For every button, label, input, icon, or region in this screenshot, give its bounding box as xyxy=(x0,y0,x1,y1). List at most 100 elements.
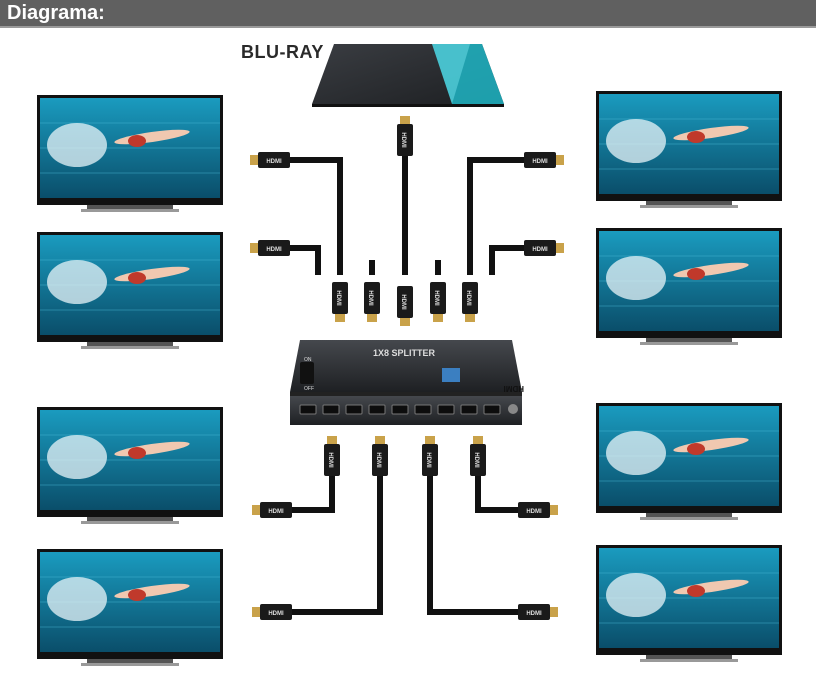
plug-label: HDMI xyxy=(526,509,542,515)
off-label: OFF xyxy=(304,386,314,392)
plug-tip xyxy=(375,436,385,444)
swimsuit xyxy=(128,589,146,601)
hdmi-plug: HDMI xyxy=(397,116,413,156)
plug-tip xyxy=(556,243,564,253)
splash-foam xyxy=(47,435,107,479)
bluray-player xyxy=(312,44,504,107)
plug-tip xyxy=(550,505,558,515)
plug-label: HDMI xyxy=(335,290,341,306)
plug-label: HDMI xyxy=(266,159,282,165)
dip-switch xyxy=(442,368,460,382)
hdmi-port xyxy=(483,404,501,415)
hdmi-plug: HDMI xyxy=(518,604,558,620)
tv-stand xyxy=(87,659,173,663)
plug-label: HDMI xyxy=(266,247,282,253)
hdmi-plug: HDMI xyxy=(470,436,486,476)
swimsuit xyxy=(128,272,146,284)
hdmi-port xyxy=(345,404,363,415)
plug-label: HDMI xyxy=(532,159,548,165)
plug-tip xyxy=(425,436,435,444)
hdmi-port xyxy=(322,404,340,415)
plug-tip xyxy=(335,314,345,322)
hdmi-plug: HDMI xyxy=(524,152,564,168)
plug-tip xyxy=(465,314,475,322)
power-switch xyxy=(300,362,314,384)
hdmi-plug: HDMI xyxy=(250,152,290,168)
swimsuit xyxy=(128,447,146,459)
hdmi-port xyxy=(414,404,432,415)
hdmi-port xyxy=(299,404,317,415)
plug-label: HDMI xyxy=(268,509,284,515)
swimsuit xyxy=(687,131,705,143)
plug-tip xyxy=(327,436,337,444)
tv-display xyxy=(37,232,223,349)
plug-tip xyxy=(250,243,258,253)
plug-tip xyxy=(550,607,558,617)
plug-tip xyxy=(367,314,377,322)
plug-tip xyxy=(400,318,410,326)
cable xyxy=(262,460,383,615)
swimsuit xyxy=(687,268,705,280)
plug-label: HDMI xyxy=(375,452,381,468)
hdmi-plug: HDMI xyxy=(524,240,564,256)
plug-label: HDMI xyxy=(425,452,431,468)
splitter-product-text: 1X8 SPLITTER xyxy=(373,348,436,358)
plug-tip xyxy=(400,116,410,124)
hdmi-plug: HDMI xyxy=(252,502,292,518)
plug-tip xyxy=(252,607,260,617)
hdmi-plug: HDMI xyxy=(397,286,413,326)
tv-display xyxy=(37,549,223,666)
tv-stand xyxy=(87,342,173,346)
tv-stand xyxy=(87,205,173,209)
tv-display xyxy=(596,228,782,345)
page-title: Diagrama: xyxy=(7,2,105,24)
tv-display xyxy=(37,407,223,524)
plug-label: HDMI xyxy=(465,290,471,306)
swimsuit xyxy=(687,443,705,455)
hdmi-plug: HDMI xyxy=(364,282,380,322)
plug-label: HDMI xyxy=(327,452,333,468)
hdmi-plug: HDMI xyxy=(372,436,388,476)
cable xyxy=(258,157,343,275)
tv-stand xyxy=(87,517,173,521)
bluray-label: BLU-RAY xyxy=(241,42,324,62)
splitter-brand-text: HDMI xyxy=(504,384,524,393)
hdmi-plugs: HDMI HDMI HDMI HDMI HDMI HDMI HDMI HDMI HDMI HDMI… xyxy=(250,116,564,620)
splash-foam xyxy=(606,119,666,163)
splitter-top-unit xyxy=(290,340,522,392)
plug-tip xyxy=(473,436,483,444)
splash-foam xyxy=(606,256,666,300)
plug-label: HDMI xyxy=(400,294,406,310)
tv-stand xyxy=(646,338,732,342)
cable xyxy=(427,460,548,615)
tv-stand xyxy=(646,201,732,205)
plug-label: HDMI xyxy=(532,247,548,253)
hdmi-plug: HDMI xyxy=(324,436,340,476)
tv-display xyxy=(596,545,782,662)
plug-label: HDMI xyxy=(473,452,479,468)
tv-stand xyxy=(646,655,732,659)
hdmi-plug: HDMI xyxy=(250,240,290,256)
hdmi-plug: HDMI xyxy=(332,282,348,322)
splash-foam xyxy=(47,123,107,167)
hdmi-plug: HDMI xyxy=(462,282,478,322)
hdmi-port xyxy=(460,404,478,415)
hdmi-plug: HDMI xyxy=(430,282,446,322)
hdmi-port xyxy=(391,404,409,415)
plug-tip xyxy=(433,314,443,322)
splash-foam xyxy=(606,431,666,475)
hdmi-splitter: 1X8 SPLITTER ON OFF HDMI xyxy=(290,340,524,425)
swimsuit xyxy=(687,585,705,597)
cables-bottom xyxy=(262,460,548,615)
swimsuit xyxy=(128,135,146,147)
plug-tip xyxy=(250,155,258,165)
plug-label: HDMI xyxy=(367,290,373,306)
splash-foam xyxy=(47,260,107,304)
splitter-ports xyxy=(299,404,501,415)
tv-stand xyxy=(646,513,732,517)
tv-display xyxy=(596,403,782,520)
title-divider xyxy=(0,26,816,28)
cable xyxy=(467,157,558,275)
splash-foam xyxy=(606,573,666,617)
